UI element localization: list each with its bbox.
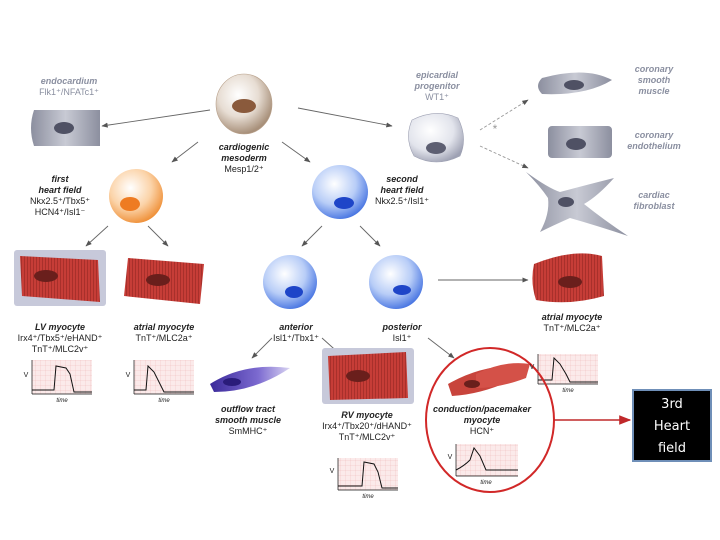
label-endothelium: coronary endothelium (627, 130, 681, 151)
callout-line-2: Heart (653, 419, 691, 434)
label-star: * (492, 122, 498, 136)
anterior-cell (263, 255, 317, 309)
label-fibroblast: cardiac fibroblast (633, 190, 675, 211)
posterior-cell (369, 255, 423, 309)
plot-lv-time-label: time (56, 398, 68, 404)
label-anterior: anterior Isl1⁺/Tbx1⁺ (272, 322, 319, 343)
arrow-first-to-lv (85, 225, 109, 247)
arrow-anterior-to-outflow (251, 337, 273, 359)
dashed-arrows (479, 99, 529, 169)
first-field-cell (109, 169, 163, 223)
plot-rv-time-label: time (362, 494, 374, 500)
conduction-myocyte-cells (448, 363, 530, 396)
arrow-mesoderm-to-second-field (281, 141, 311, 163)
plot-atrial-right-time-label: time (562, 388, 574, 394)
label-mesoderm: cardiogenic mesoderm Mesp1/2⁺ (218, 142, 270, 174)
plot-conduction-v-label: V (447, 454, 453, 461)
label-smooth-muscle: coronary smooth muscle (634, 64, 674, 96)
plot-conduction-time-label: time (480, 480, 492, 486)
second-field-cell (312, 165, 368, 219)
label-atrial-right: atrial myocyte TnT⁺/MLC2a⁺ (541, 312, 603, 333)
arrow-epicardial-to-smooth (479, 99, 529, 131)
arrow-first-to-atrial (147, 225, 169, 247)
mesoderm-cell (215, 73, 273, 135)
ap-plot-atrial-left (133, 360, 194, 395)
label-epicardial: epicardial progenitor WT1⁺ (414, 70, 460, 102)
label-conduction: conduction/pacemaker myocyte HCN⁺ (432, 404, 532, 436)
callout-line-1: 3rd (661, 397, 683, 412)
label-second-field: second heart field Nkx2.5⁺/Isl1⁺ (374, 174, 430, 206)
plot-atrial-left-v-label: V (125, 372, 131, 379)
rv-myocyte-tissue (322, 348, 414, 404)
outflow-smooth-muscle-cell (210, 366, 290, 392)
atrial-left-tissue (124, 258, 204, 304)
lineage-arrows (85, 107, 529, 359)
label-rv-myocyte: RV myocyte Irx4⁺/Tbx20⁺/dHAND⁺ TnT⁺/MLC2… (322, 410, 412, 442)
label-atrial-left: atrial myocyte TnT⁺/MLC2a⁺ (133, 322, 195, 343)
fibroblast-cell (526, 172, 628, 236)
plot-atrial-right-v-label: V (529, 364, 535, 371)
arrow-posterior-to-conduction (427, 337, 455, 359)
plot-rv-v-label: V (329, 468, 335, 475)
arrow-epicardial-to-endothelium (479, 145, 529, 169)
endocardium-cell (31, 110, 100, 146)
ap-plot-lv (31, 360, 92, 395)
plot-lv-v-label: V (23, 372, 29, 379)
callout-line-3: field (657, 441, 687, 456)
arrow-mesoderm-to-endocardium (101, 109, 211, 128)
endothelium-cell (548, 126, 612, 158)
arrow-mesoderm-to-epicardial (297, 107, 393, 128)
arrow-mesoderm-to-first-field (171, 141, 199, 163)
smooth-muscle-cell (538, 72, 612, 95)
label-lv-myocyte: LV myocyte Irx4⁺/Tbx5⁺/eHAND⁺ TnT⁺/MLC2v… (17, 322, 103, 354)
plot-atrial-left-time-label: time (158, 398, 170, 404)
third-heart-field-callout: 3rd Heart field (632, 389, 712, 462)
lv-myocyte-tissue (14, 250, 106, 306)
label-outflow: outflow tract smooth muscle SmMHC⁺ (214, 404, 281, 436)
atrial-right-tissue (532, 253, 604, 303)
arrow-second-to-anterior (301, 225, 323, 247)
ap-plot-rv (337, 458, 398, 491)
label-first-field: first heart field Nkx2.5⁺/Tbx5⁺ HCN4⁺/Is… (29, 174, 91, 217)
label-posterior: posterior Isl1⁺ (382, 322, 422, 343)
epicardial-cell (408, 113, 464, 163)
arrow-second-to-posterior (359, 225, 381, 247)
label-endocardium: endocardium Flk1⁺/NFATc1⁺ (39, 76, 99, 97)
ap-plot-atrial-right (537, 354, 598, 385)
ap-plot-conduction (455, 444, 518, 477)
